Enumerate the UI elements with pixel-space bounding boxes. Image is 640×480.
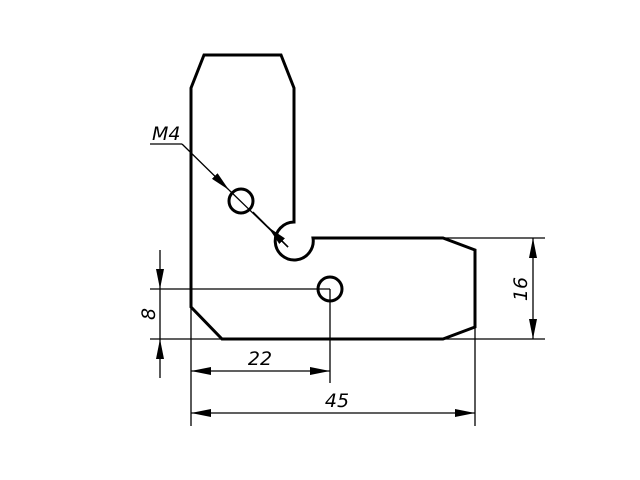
part-outline [189,53,477,341]
dimension-45-label: 45 [325,390,349,412]
dimension-16-label: 16 [510,277,532,301]
dimension-16: 16 [510,238,537,339]
extension-lines [150,237,545,426]
dimension-45: 45 [191,390,475,417]
dimension-8: 8 [138,250,164,378]
dimension-8-label: 8 [138,308,160,320]
m4-threaded-hole [227,187,255,215]
dimension-22-label: 22 [248,348,272,370]
m4-leader [150,143,289,248]
dimension-22: 22 [191,348,330,375]
thread-callout-label: M4 [152,123,180,145]
